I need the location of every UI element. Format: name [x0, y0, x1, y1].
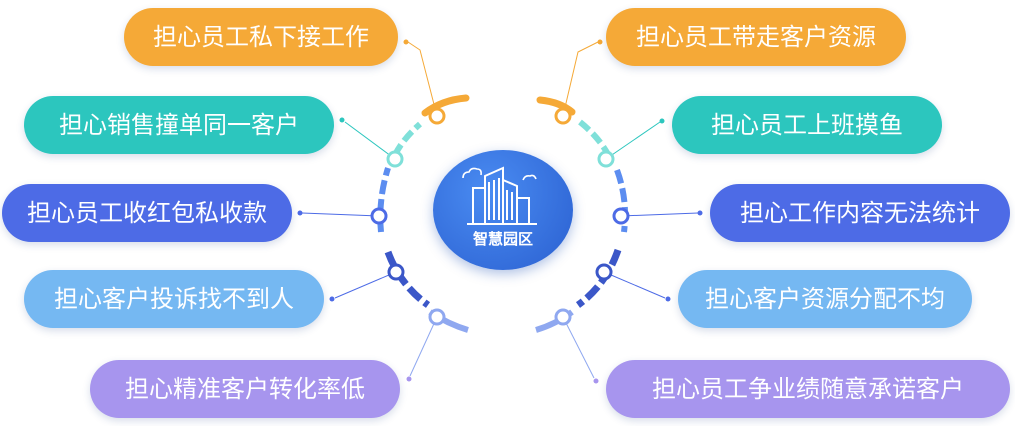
connector-left-4	[334, 271, 397, 299]
concern-label: 担心客户资源分配不均	[705, 285, 945, 313]
concern-pill-right-4: 担心客户资源分配不均	[678, 270, 972, 328]
concern-label: 担心员工争业绩随意承诺客户	[652, 375, 964, 403]
concern-pill-left-2: 担心销售撞单同一客户	[24, 96, 334, 154]
concern-pill-left-1: 担心员工私下接工作	[124, 8, 398, 66]
concern-label: 担心员工上班摸鱼	[711, 111, 903, 139]
concern-pill-left-4: 担心客户投诉找不到人	[24, 270, 324, 328]
ring-arc-blue-right	[614, 168, 629, 233]
connector-dot-right-2	[659, 118, 665, 124]
connector-dot-right-4	[665, 296, 671, 302]
ring-arc-blue-left	[377, 167, 391, 233]
ring-node-left-2	[386, 150, 404, 168]
connector-dot-left-5	[406, 376, 412, 382]
concern-pill-right-2: 担心员工上班摸鱼	[672, 96, 942, 154]
connector-dot-left-3	[297, 210, 303, 216]
connector-left-1	[407, 41, 438, 117]
center-hub-label: 智慧园区	[472, 230, 533, 248]
connector-right-5	[562, 316, 595, 379]
connector-dot-left-4	[329, 296, 335, 302]
ring-arc-teal-left	[392, 121, 422, 157]
ring-arc-darkblue-right	[575, 248, 622, 308]
concern-label: 担心员工带走客户资源	[636, 23, 876, 51]
ring-node-right-1	[554, 107, 572, 125]
ring-arc-darkblue-left	[384, 250, 431, 308]
ring-node-left-3	[370, 207, 388, 225]
city-buildings-icon	[462, 166, 537, 225]
ring-node-left-5	[428, 308, 446, 326]
ring-node-right-3	[612, 207, 630, 225]
concern-label: 担心工作内容无法统计	[740, 199, 980, 227]
connector-left-5	[409, 316, 438, 377]
concern-label: 担心销售撞单同一客户	[59, 111, 299, 139]
concern-pill-right-5: 担心员工争业绩随意承诺客户	[606, 360, 1010, 418]
concern-label: 担心员工收红包私收款	[27, 199, 267, 227]
concern-pill-right-1: 担心员工带走客户资源	[606, 8, 906, 66]
ring-node-right-5	[554, 308, 572, 326]
concern-label: 担心精准客户转化率低	[125, 375, 365, 403]
connector-right-1	[562, 41, 599, 117]
connector-dot-left-1	[403, 39, 409, 45]
ring-arc-orange-right	[536, 96, 576, 116]
connector-left-3	[301, 212, 380, 217]
center-hub: 智慧园区	[433, 150, 573, 270]
connector-left-2	[344, 121, 396, 160]
ring-node-left-1	[428, 107, 446, 125]
connector-dot-right-3	[697, 210, 703, 216]
connector-dot-right-1	[597, 39, 603, 45]
ring-node-left-4	[387, 263, 405, 281]
concern-label: 担心员工私下接工作	[153, 23, 369, 51]
concern-pill-left-5: 担心精准客户转化率低	[90, 360, 400, 418]
ring-node-right-2	[597, 150, 615, 168]
concern-pill-left-3: 担心员工收红包私收款	[2, 184, 292, 242]
concern-label: 担心客户投诉找不到人	[54, 285, 294, 313]
connector-dot-right-5	[593, 378, 599, 384]
connector-dot-left-2	[339, 117, 345, 123]
connector-right-2	[605, 121, 661, 160]
connector-right-4	[603, 271, 666, 299]
ring-node-right-4	[595, 263, 613, 281]
ring-arc-orange-left	[421, 94, 470, 117]
connector-right-3	[620, 212, 699, 217]
concern-pill-right-3: 担心工作内容无法统计	[710, 184, 1010, 242]
